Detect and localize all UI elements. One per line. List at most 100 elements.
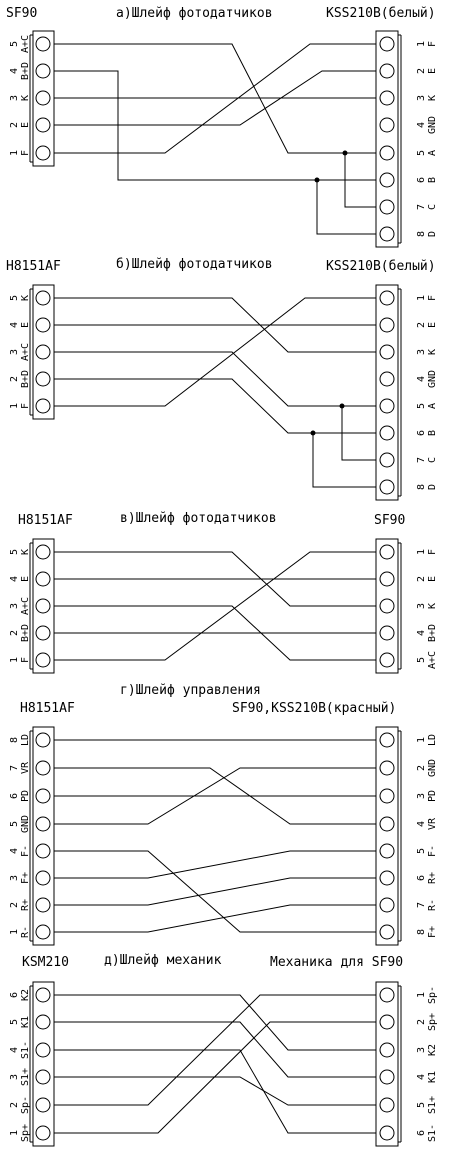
pin-terminal — [379, 199, 395, 215]
pin-name: E — [20, 322, 31, 328]
right-pin-label: 1F — [416, 295, 438, 301]
pin-terminal — [35, 760, 51, 776]
pin-number: 7 — [9, 765, 20, 771]
left-pin-label: 2Sp- — [9, 1096, 31, 1114]
pin-name: LD — [427, 734, 438, 746]
pin-terminal — [379, 816, 395, 832]
right-pin-label: 6B — [416, 430, 438, 436]
pin-name: F- — [427, 845, 438, 857]
pin-name: E — [20, 576, 31, 582]
pin-number: 1 — [9, 657, 20, 663]
pin-number: 5 — [416, 1102, 427, 1108]
pin-number: 3 — [9, 95, 20, 101]
pin-number: 1 — [9, 403, 20, 409]
pin-name: A+C — [20, 597, 31, 615]
pin-number: 3 — [416, 95, 427, 101]
pin-terminal — [379, 897, 395, 913]
right-pin-label: 1Sp- — [416, 986, 438, 1004]
pin-number: 5 — [416, 403, 427, 409]
pin-terminal — [35, 90, 51, 106]
pin-number: 6 — [416, 177, 427, 183]
right-pin-label: 1LD — [416, 734, 438, 746]
pin-name: Sp- — [20, 1096, 31, 1114]
pin-terminal — [379, 36, 395, 52]
junction-dot — [314, 177, 320, 183]
right-pin-label: 3K2 — [416, 1044, 438, 1056]
pin-terminal — [35, 63, 51, 79]
wire — [312, 433, 380, 488]
left-pin-label: 1F — [9, 657, 31, 663]
section-e-title: д)Шлейф механик — [104, 953, 222, 968]
pin-name: B — [427, 177, 438, 183]
pin-name: E — [20, 122, 31, 128]
pin-terminal — [379, 117, 395, 133]
junction-dot — [342, 150, 348, 156]
pin-terminal — [379, 371, 395, 387]
right-pin-label: 5S1+ — [416, 1096, 438, 1114]
wire — [344, 153, 380, 208]
right-pin-label: 5A+C — [416, 651, 438, 669]
pin-name: A — [427, 150, 438, 156]
right-pin-label: 8F+ — [416, 926, 438, 938]
pin-number: 2 — [416, 765, 427, 771]
pin-terminal — [379, 987, 395, 1003]
right-pin-label: 4GND — [416, 116, 438, 134]
left-pin-label: 2B+D — [9, 624, 31, 642]
pin-number: 4 — [9, 1047, 20, 1053]
left-pin-label: 1R- — [9, 926, 31, 938]
section-b-left-connector-name: H8151AF — [6, 259, 61, 274]
pin-terminal — [35, 1014, 51, 1030]
pin-terminal — [35, 843, 51, 859]
pin-terminal — [35, 145, 51, 161]
left-pin-label: 2B+D — [9, 370, 31, 388]
left-pin-label: 5GND — [9, 815, 31, 833]
pin-number: 8 — [9, 737, 20, 743]
pin-name: D — [427, 484, 438, 490]
right-pin-label: 2GND — [416, 759, 438, 777]
pin-number: 2 — [416, 68, 427, 74]
pin-number: 6 — [9, 992, 20, 998]
pin-number: 5 — [416, 657, 427, 663]
pin-terminal — [379, 290, 395, 306]
pin-terminal — [379, 1097, 395, 1113]
pin-name: F — [427, 549, 438, 555]
pin-terminal — [35, 897, 51, 913]
right-pin-label: 2E — [416, 68, 438, 74]
pin-number: 2 — [416, 576, 427, 582]
right-pin-label: 4VR — [416, 817, 438, 830]
section-b-right-connector-name: KSS210B(белый) — [326, 259, 436, 274]
pin-terminal — [35, 1069, 51, 1085]
right-pin-label: 5A — [416, 150, 438, 156]
pin-terminal — [35, 36, 51, 52]
section-c-right-connector-name: SF90 — [374, 513, 405, 528]
left-pin-label: 2E — [9, 122, 31, 128]
pin-name: PD — [427, 790, 438, 802]
left-pin-label: 5K1 — [9, 1016, 31, 1028]
pin-number: 5 — [416, 848, 427, 854]
pin-name: A+C — [20, 343, 31, 361]
right-pin-label: 8D — [416, 484, 438, 490]
pin-terminal — [379, 788, 395, 804]
pin-name: K2 — [20, 989, 31, 1001]
left-pin-label: 4S1- — [9, 1041, 31, 1059]
pin-name: K — [427, 349, 438, 355]
pin-name: F+ — [427, 926, 438, 938]
pin-terminal — [379, 172, 395, 188]
pin-number: 1 — [416, 737, 427, 743]
pin-terminal — [35, 317, 51, 333]
section-d-title: г)Шлейф управления — [120, 683, 261, 698]
pin-terminal — [35, 625, 51, 641]
connectors-layer: 5A+C4B+D3K2E1F1F2E3K4GND5A6B7C8D5K4E3A+C… — [9, 30, 438, 1147]
left-pin-label: 4E — [9, 576, 31, 582]
pin-terminal — [379, 1042, 395, 1058]
left-pin-label: 1F — [9, 150, 31, 156]
pin-number: 1 — [9, 1130, 20, 1136]
pin-terminal — [379, 1125, 395, 1141]
pin-name: F- — [20, 845, 31, 857]
right-pin-label: 6B — [416, 177, 438, 183]
pin-number: 3 — [9, 875, 20, 881]
pin-number: 4 — [416, 376, 427, 382]
wire — [50, 1049, 380, 1134]
